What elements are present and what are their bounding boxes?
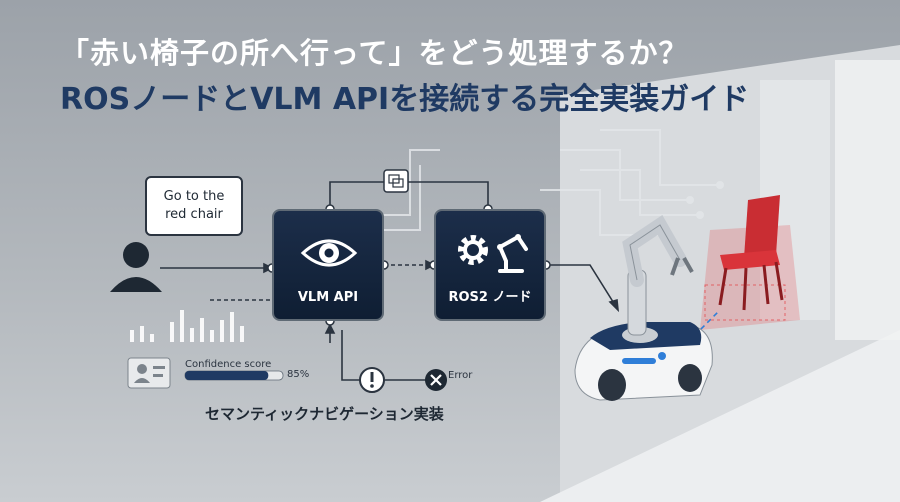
mobile-robot-icon xyxy=(574,215,713,401)
ros2-node-label: ROS2 ノード xyxy=(448,290,532,305)
circuit-lines xyxy=(380,129,724,236)
eye-icon xyxy=(300,239,358,267)
vlm-api-node: VLM API xyxy=(272,209,384,321)
robot-arm-icon xyxy=(497,234,528,273)
warning-icon xyxy=(359,367,385,393)
speech-bubble: Go to the red chair xyxy=(145,176,243,236)
vlm-api-label: VLM API xyxy=(297,290,359,305)
gears-icon xyxy=(458,235,488,265)
id-card-icon xyxy=(127,357,171,389)
bar-chart-icon xyxy=(130,310,244,342)
page-subtitle: ROSノードとVLM APIを接続する完全実装ガイド xyxy=(60,82,750,117)
ros2-node: ROS2 ノード xyxy=(434,209,546,321)
speech-line-2: red chair xyxy=(165,207,223,222)
confidence-bar xyxy=(184,370,284,381)
speech-line-1: Go to the xyxy=(163,189,225,204)
confidence-percent: 85% xyxy=(287,369,310,380)
error-icon xyxy=(425,369,447,391)
page-title: 「赤い椅子の所へ行って」をどう処理するか？ xyxy=(60,36,689,70)
confidence-score-label: Confidence score xyxy=(185,359,272,370)
red-chair-icon xyxy=(704,195,786,321)
chat-icon xyxy=(383,169,409,193)
semantic-navigation-label: セマンティックナビゲーション実装 xyxy=(205,405,444,423)
error-label: Error xyxy=(448,370,473,381)
user-icon xyxy=(110,242,162,292)
